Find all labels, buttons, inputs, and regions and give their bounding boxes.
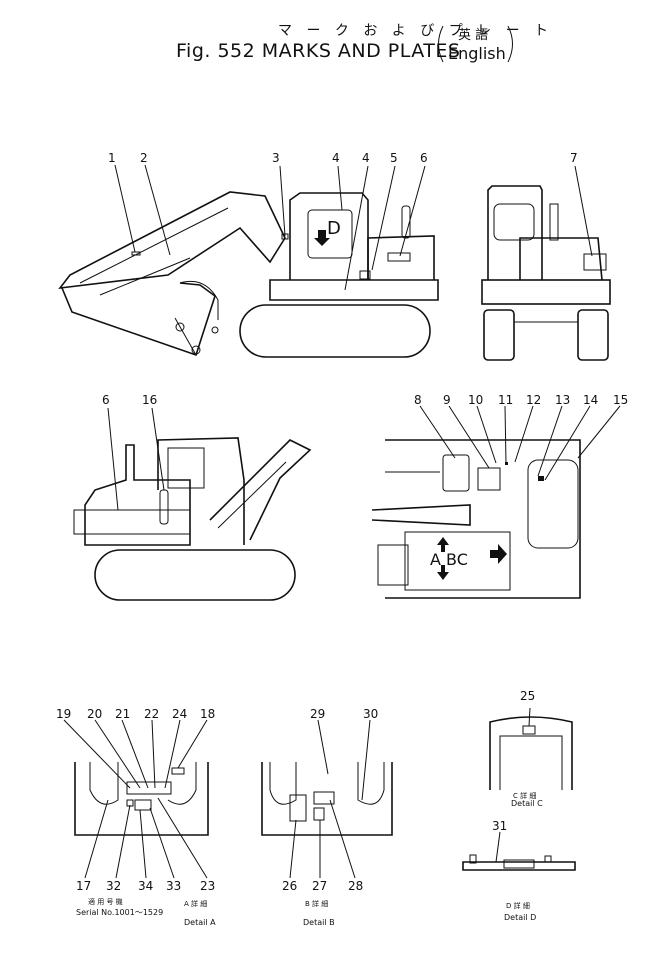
callout-25: 25 [520, 689, 535, 703]
detail-c-drawing [489, 716, 573, 790]
callout-12: 12 [526, 393, 541, 407]
detail-c-jp: C 詳 細 [513, 791, 536, 800]
cab-plate-letter: D [327, 218, 341, 239]
callout-18: 18 [200, 707, 215, 721]
callout-numbers: 1 2 3 4 4 5 6 7 6 16 8 9 10 11 12 13 14 … [56, 151, 628, 893]
detail-d-jp: D 詳 細 [506, 901, 530, 910]
callout-29: 29 [310, 707, 325, 721]
callout-31: 31 [492, 819, 507, 833]
detail-captions: 適 用 号 機 Serial No.1001～1529 A 詳 細 Detail… [76, 791, 543, 927]
callout-19: 19 [56, 707, 71, 721]
detail-d-caption: Detail D [504, 913, 536, 922]
leader-lines [63, 164, 621, 879]
excavator-opposite-side-view [73, 437, 312, 601]
detail-a-caption: Detail A [184, 918, 216, 927]
callout-9: 9 [443, 393, 451, 407]
callout-13: 13 [555, 393, 570, 407]
callout-15: 15 [613, 393, 628, 407]
title-parenthetical: 英 語 English [438, 25, 513, 63]
detail-b-drawing [261, 762, 393, 836]
callout-7: 7 [570, 151, 578, 165]
callout-5: 5 [390, 151, 398, 165]
callout-28: 28 [348, 879, 363, 893]
rear-plate [583, 253, 607, 271]
crawler-track [239, 304, 431, 358]
callout-30: 30 [363, 707, 378, 721]
callout-24: 24 [172, 707, 187, 721]
callout-33: 33 [166, 879, 181, 893]
callout-6a: 6 [420, 151, 428, 165]
callout-22: 22 [144, 707, 159, 721]
callout-17: 17 [76, 879, 91, 893]
callout-3: 3 [272, 151, 280, 165]
callout-23: 23 [200, 879, 215, 893]
callout-14: 14 [583, 393, 598, 407]
counterweight-plate-letters: A BC [430, 550, 468, 569]
callout-34: 34 [138, 879, 153, 893]
detail-a-drawing [74, 762, 209, 836]
callout-11: 11 [498, 393, 513, 407]
figure-title: Fig. 552 MARKS AND PLATES [176, 40, 461, 62]
detail-a-serial: Serial No.1001～1529 [76, 908, 163, 917]
callout-32: 32 [106, 879, 121, 893]
callout-21: 21 [115, 707, 130, 721]
excavator-side-view: D [58, 191, 439, 358]
detail-c-caption: Detail C [511, 799, 543, 808]
callout-16: 16 [142, 393, 157, 407]
detail-b-jp: B 詳 細 [305, 899, 328, 908]
callout-8: 8 [414, 393, 422, 407]
title-japanese: マ ー ク お よ び プ レ ー ト [278, 23, 554, 39]
callout-10: 10 [468, 393, 483, 407]
callout-4a: 4 [332, 151, 340, 165]
detail-d-drawing [462, 854, 576, 871]
cab-window [307, 209, 353, 259]
callout-20: 20 [87, 707, 102, 721]
detail-a-serial-jp: 適 用 号 機 [88, 897, 123, 906]
paren-japanese: 英 語 [458, 27, 488, 43]
callout-27: 27 [312, 879, 327, 893]
callout-2: 2 [140, 151, 148, 165]
paren-english: English [448, 44, 506, 63]
excavator-rear-view [481, 185, 611, 361]
detail-a-jp: A 詳 細 [184, 899, 207, 908]
excavator-top-view: A BC [371, 439, 581, 599]
callout-6b: 6 [102, 393, 110, 407]
detail-b-caption: Detail B [303, 918, 335, 927]
callout-1: 1 [108, 151, 116, 165]
callout-4b: 4 [362, 151, 370, 165]
callout-26: 26 [282, 879, 297, 893]
